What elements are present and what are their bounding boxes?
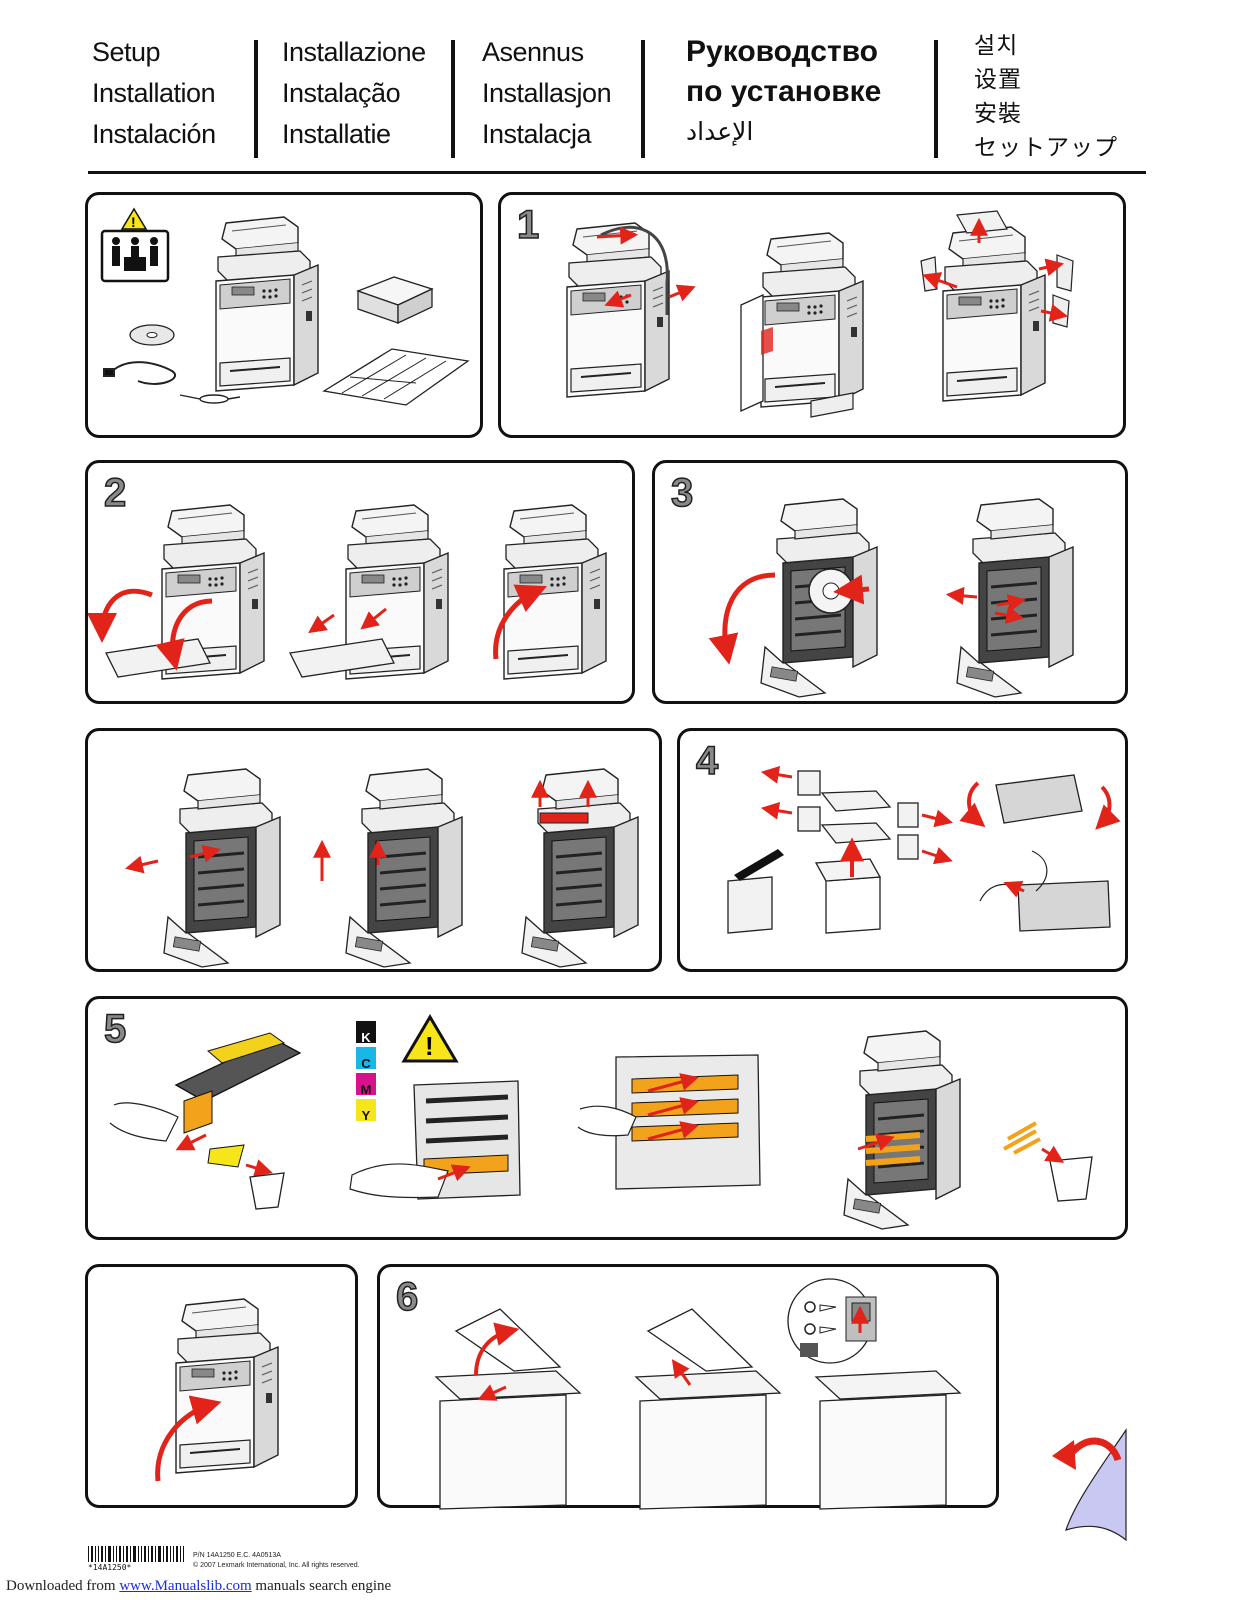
header-col-5: 설치 设置 安裝 セットアップ — [974, 28, 1118, 164]
step-number-3: 3 — [670, 470, 694, 516]
color-swatch-y — [356, 1099, 376, 1121]
warning-icon — [401, 1014, 459, 1063]
step-2-illustration — [88, 504, 607, 680]
title-arabic: الإعداد — [686, 118, 754, 146]
panel-step-3: 3 — [652, 460, 1128, 704]
box-contents-illustration: ! — [100, 207, 470, 406]
panel-step-5: 5 ! — [85, 996, 1128, 1240]
title-asennus: Asennus — [482, 37, 584, 67]
header-rule — [88, 171, 1146, 174]
cable-icon — [179, 394, 241, 404]
title-instalacion: Instalación — [92, 119, 216, 149]
panel-step-3-continued — [85, 728, 662, 972]
step-number-4: 4 — [695, 738, 719, 784]
step-5-illustration: ! — [109, 1014, 1093, 1231]
title-chinese-simplified: 设置 — [974, 66, 1022, 92]
cartridge-letter-labels: K C M Y — [358, 1025, 374, 1129]
color-swatch-k — [356, 1021, 376, 1043]
box-icon — [356, 276, 434, 325]
title-installatie: Installatie — [282, 119, 391, 149]
title-instalacja: Instalacja — [482, 119, 592, 149]
header-col-2: Installazione Instalação Installatie — [282, 32, 426, 155]
cartridge-color-key — [356, 1021, 376, 1121]
barcode-number: *14A1250* — [88, 1563, 132, 1572]
header-divider — [641, 40, 645, 158]
step-number-6: 6 — [395, 1274, 419, 1320]
panel-step-1: 1 — [498, 192, 1126, 438]
panel-step-6: 6 — [377, 1264, 999, 1510]
title-setup: Setup — [92, 37, 161, 67]
two-person-lift-warning-icon: ! — [100, 207, 170, 283]
step-3-continued-illustration — [124, 767, 640, 969]
header-col-3: Asennus Installasjon Instalacja — [482, 32, 612, 155]
part-number: P/N 14A1250 E.C. 4A0513A — [193, 1552, 281, 1559]
header-col-4: Руководство по установке الإعداد — [686, 32, 881, 152]
panel-step-4: 4 — [677, 728, 1128, 972]
header-divider — [934, 40, 938, 158]
title-installazione: Installazione — [282, 37, 426, 67]
svg-text:!: ! — [425, 1031, 434, 1061]
copyright: © 2007 Lexmark International, Inc. All r… — [193, 1562, 360, 1569]
label-k: K — [361, 1030, 371, 1045]
label-c: C — [361, 1056, 371, 1071]
setup-sheet-icon — [322, 348, 470, 406]
download-prefix: Downloaded from — [6, 1578, 120, 1594]
header-col-1: Setup Installation Instalación — [92, 32, 216, 155]
manualslib-link[interactable]: www.Manualslib.com — [119, 1578, 252, 1594]
title-installasjon: Installasjon — [482, 78, 612, 108]
step-4-illustration — [727, 765, 1121, 934]
label-m: M — [360, 1082, 372, 1097]
title-russian-2: по установке — [686, 75, 882, 108]
cd-icon — [129, 324, 175, 346]
download-suffix: manuals search engine — [251, 1578, 392, 1594]
title-chinese-traditional: 安裝 — [974, 100, 1022, 126]
title-installation: Installation — [92, 78, 216, 108]
power-cord-icon — [103, 361, 176, 385]
title-korean: 설치 — [974, 32, 1019, 58]
panel-step-2: 2 — [85, 460, 635, 704]
header-divider — [451, 40, 455, 158]
turn-page-icon — [1052, 1428, 1127, 1542]
step-1-illustration — [566, 210, 1074, 418]
title-instalacao: Instalação — [282, 78, 401, 108]
step-6-illustration — [434, 1278, 962, 1510]
panel-box-contents: ! — [85, 192, 483, 438]
label-y: Y — [361, 1108, 371, 1123]
color-swatch-m — [356, 1073, 376, 1095]
step-3-illustration — [708, 497, 1075, 699]
color-swatch-c — [356, 1047, 376, 1069]
footer-meta: P/N 14A1250 E.C. 4A0513A © 2007 Lexmark … — [193, 1551, 360, 1571]
barcode — [88, 1546, 184, 1562]
close-door-illustration — [155, 1298, 279, 1482]
download-credit: Downloaded from www.Manualslib.com manua… — [6, 1578, 391, 1595]
step-number-2: 2 — [103, 470, 127, 516]
scanner-lock-inset — [787, 1278, 877, 1364]
svg-text:!: ! — [131, 214, 136, 230]
panel-close-door — [85, 1264, 358, 1508]
title-japanese: セットアップ — [974, 134, 1118, 160]
step-number-5: 5 — [103, 1006, 127, 1052]
step-number-1: 1 — [516, 202, 540, 248]
title-russian-1: Руководство — [686, 35, 879, 68]
header-divider — [254, 40, 258, 158]
